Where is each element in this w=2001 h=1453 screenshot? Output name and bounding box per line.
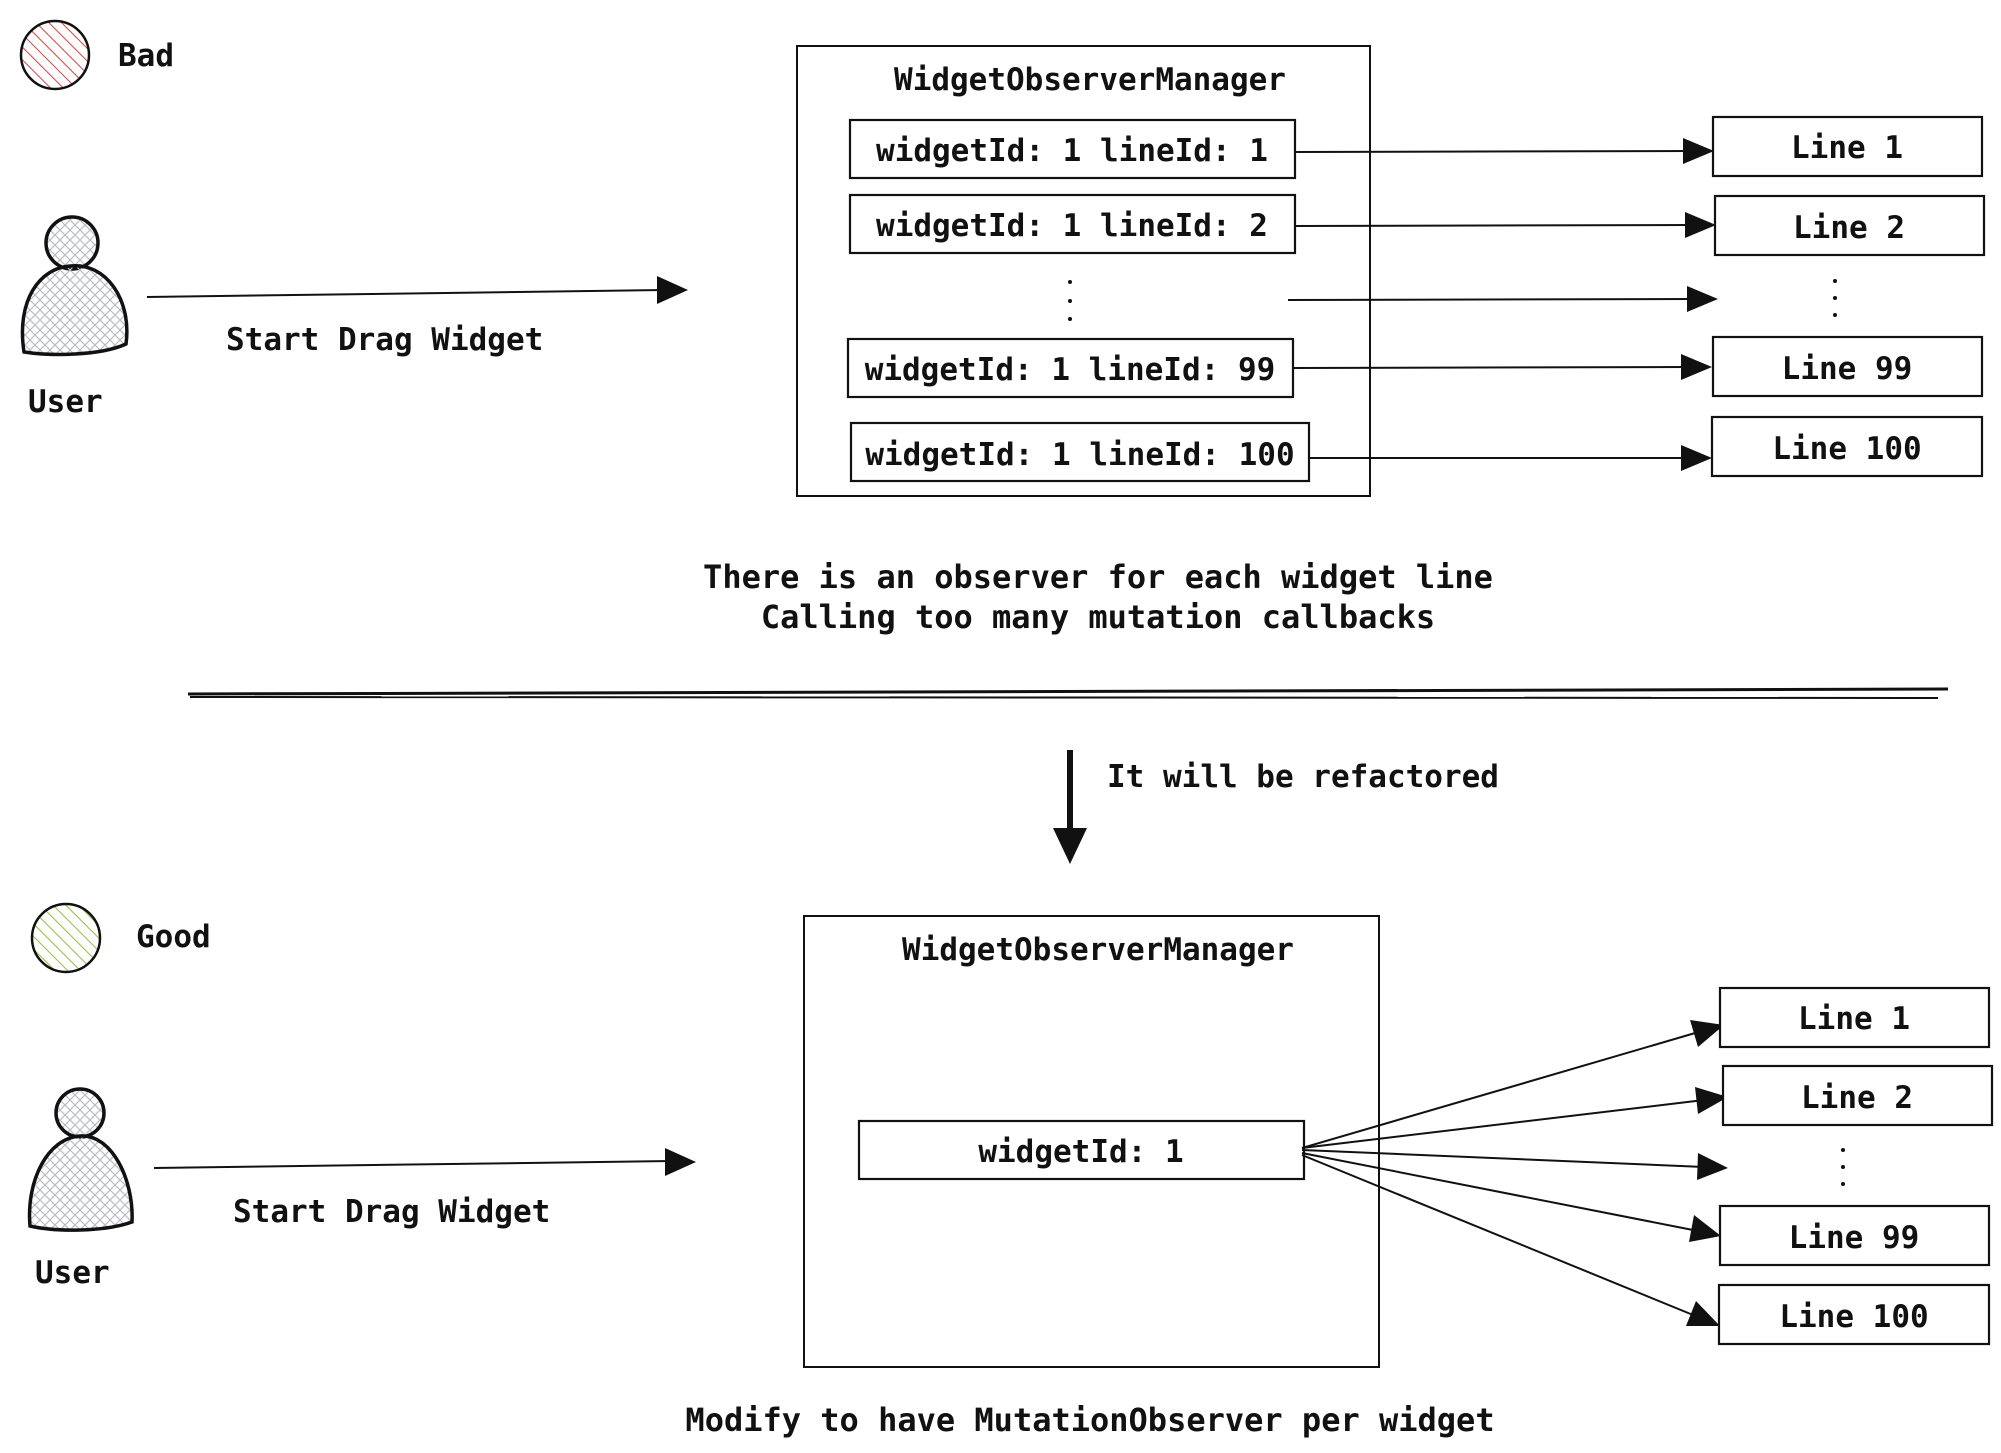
section-divider [187,687,1949,699]
svg-text:widgetId: 1 lineId: 100: widgetId: 1 lineId: 100 [865,437,1294,473]
observer-box: widgetId: 1 lineId: 99 [846,337,1295,399]
bad-caption-line1: There is an observer for each widget lin… [703,558,1493,596]
good-fanout-arrows [1301,1020,1728,1326]
bad-manager-container [796,45,1371,497]
line-box: Line 1 [1711,115,1984,178]
good-manager-container [803,915,1380,1368]
observer-box: widgetId: 1 lineId: 100 [849,421,1311,483]
bad-legend-label: Bad [118,38,174,74]
user-icon [20,215,129,357]
ellipsis-icon [1841,1148,1845,1186]
good-caption: Modify to have MutationObserver per widg… [685,1401,1494,1439]
refactor-arrow [1053,750,1087,864]
bad-caption-line2: Calling too many mutation callbacks [761,598,1435,636]
user-icon [27,1087,134,1232]
good-legend-label: Good [136,919,211,955]
svg-text:widgetId: 1 lineId: 2: widgetId: 1 lineId: 2 [876,208,1268,244]
bad-start-drag-arrow [146,276,688,304]
ellipsis-icon [1833,279,1837,317]
good-action-label: Start Drag Widget [233,1194,550,1230]
svg-text:Line 99: Line 99 [1789,1220,1920,1256]
line-box: Line 100 [1717,1283,1991,1346]
svg-text:Line 100: Line 100 [1772,431,1921,467]
good-legend: Good [30,902,211,974]
ellipsis-icon [1068,280,1072,321]
line-box: Line 99 [1711,335,1984,398]
refactor-label: It will be refactored [1107,759,1499,795]
bad-action-label: Start Drag Widget [226,322,543,358]
svg-text:Line 1: Line 1 [1798,1001,1910,1037]
good-manager-title: WidgetObserverManager [902,932,1294,968]
svg-text:Line 99: Line 99 [1782,351,1913,387]
line-box: Line 99 [1718,1204,1991,1267]
bad-legend: Bad [19,19,174,91]
line-box: Line 1 [1718,986,1991,1049]
svg-text:Line 2: Line 2 [1793,210,1905,246]
user-label: User [35,1255,110,1291]
bad-indicator-icon [19,19,91,91]
bad-observer-arrows [1287,138,1718,471]
line-box: Line 2 [1713,194,1986,257]
svg-text:Line 1: Line 1 [1791,130,1903,166]
svg-text:widgetId: 1: widgetId: 1 [978,1134,1183,1170]
observer-box: widgetId: 1 lineId: 2 [848,193,1297,255]
good-user: User [27,1087,134,1291]
good-indicator-icon [30,902,102,974]
line-box: Line 100 [1710,415,1984,478]
good-start-drag-arrow [153,1148,696,1176]
observer-box: widgetId: 1 lineId: 1 [848,118,1297,180]
bad-user: User [20,215,129,420]
svg-text:Line 2: Line 2 [1801,1080,1913,1116]
svg-text:Line 100: Line 100 [1779,1299,1928,1335]
bad-manager-title: WidgetObserverManager [894,62,1286,98]
observer-box: widgetId: 1 [857,1119,1306,1181]
svg-text:widgetId: 1 lineId: 99: widgetId: 1 lineId: 99 [865,352,1276,388]
svg-text:widgetId: 1 lineId: 1: widgetId: 1 lineId: 1 [876,133,1268,169]
line-box: Line 2 [1721,1064,1994,1127]
user-label: User [28,384,103,420]
